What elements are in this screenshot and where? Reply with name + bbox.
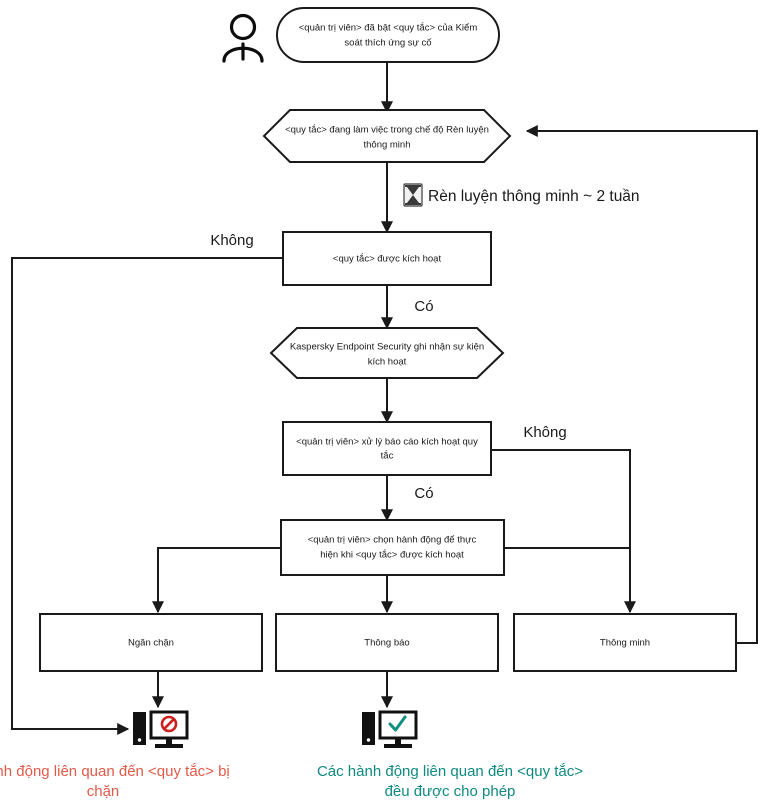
edge-label-report-yes: Có	[414, 485, 433, 502]
edge-report-no-to-smart	[491, 449, 636, 614]
node-activated-label: <quy tắc> được kích hoạt	[333, 254, 442, 265]
node-notify: Thông báo	[275, 613, 499, 672]
edge-label-activated-no: Không	[210, 232, 253, 249]
node-training: <quy tắc> đang làm việc trong chế độ Rèn…	[262, 109, 512, 163]
edge-activated-no-to-blocked	[11, 257, 283, 735]
node-admin-report: <quản trị viên> xử lý báo cáo kích hoạt …	[282, 421, 492, 476]
node-activated: <quy tắc> được kích hoạt	[282, 231, 492, 286]
caption-blocked-line1: Hành động liên quan đến <quy tắc> bị	[0, 763, 230, 780]
caption-allowed-line2: đều được cho phép	[385, 783, 516, 800]
node-start: <quản trị viên> đã bật <quy tắc> của Kiể…	[276, 7, 500, 63]
node-smart-label: Thông minh	[600, 638, 650, 649]
node-report-line2: tắc	[381, 451, 394, 462]
node-notify-label: Thông báo	[364, 638, 409, 649]
person-icon	[222, 13, 264, 63]
node-action-line2: hiện khi <quy tắc> được kích hoạt	[320, 550, 464, 561]
edge-action-to-block	[152, 547, 281, 614]
node-report-line1: <quản trị viên> xử lý báo cáo kích hoạt …	[296, 437, 478, 448]
edge-smart-loopback-to-training	[525, 125, 758, 644]
node-block: Ngăn chặn	[39, 613, 263, 672]
node-action-line1: <quản trị viên> chọn hành động để thực	[308, 535, 477, 546]
node-event-line1: Kaspersky Endpoint Security ghi nhận sự …	[290, 342, 484, 353]
hourglass-icon	[403, 183, 423, 207]
node-smart: Thông minh	[513, 613, 737, 672]
caption-blocked: Hành động liên quan đến <quy tắc> bị chặ…	[0, 763, 230, 800]
node-event-line2: kích hoạt	[368, 357, 407, 368]
node-start-line1: <quản trị viên> đã bật <quy tắc> của Kiể…	[299, 23, 478, 34]
monitor-blocked-icon	[133, 710, 189, 748]
node-training-line1: <quy tắc> đang làm việc trong chế độ Rèn…	[285, 125, 489, 136]
caption-allowed-line1: Các hành động liên quan đến <quy tắc>	[317, 763, 583, 780]
caption-allowed: Các hành động liên quan đến <quy tắc> đề…	[317, 763, 583, 800]
caption-blocked-line2: chặn	[87, 783, 120, 800]
edge-label-activated-yes: Có	[414, 298, 433, 315]
node-event-logged: Kaspersky Endpoint Security ghi nhận sự …	[269, 327, 505, 379]
node-block-label: Ngăn chặn	[128, 638, 174, 649]
timer-label: Rèn luyện thông minh ~ 2 tuần	[428, 188, 640, 205]
node-admin-action: <quản trị viên> chọn hành động để thực h…	[280, 519, 505, 576]
edge-label-report-no: Không	[523, 424, 566, 441]
node-start-line2: soát thích ứng sự cố	[344, 38, 432, 49]
monitor-allowed-icon	[362, 710, 418, 748]
node-training-line2: thông minh	[363, 140, 410, 151]
